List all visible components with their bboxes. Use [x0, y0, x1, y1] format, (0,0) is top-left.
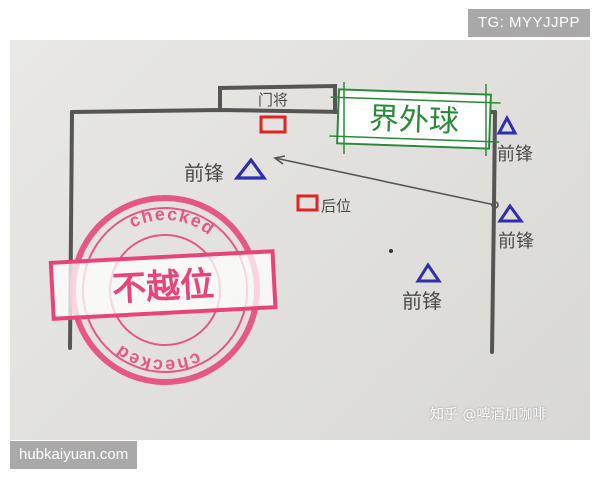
- forward-label-1: 前锋: [184, 161, 224, 185]
- zhihu-credit: 知乎 @啤酒加咖啡: [430, 407, 547, 423]
- ball-dot: [389, 249, 393, 253]
- defender-marker: [296, 194, 319, 212]
- forward-label-2: 前锋: [497, 144, 533, 165]
- out-of-bounds-label: 界外球: [368, 101, 459, 139]
- forward-marker-4: [415, 262, 442, 283]
- goalkeeper: 门将: [258, 91, 288, 134]
- forward-marker-1: [233, 157, 268, 180]
- forward-3: 前锋: [497, 203, 534, 252]
- stamp-banner: 不越位: [48, 249, 278, 321]
- forward-1: 前锋: [184, 157, 268, 185]
- defender-label: 后位: [321, 197, 351, 215]
- site-watermark: hubkaiyuan.com: [10, 441, 138, 469]
- goalkeeper-marker: [259, 115, 287, 134]
- goalkeeper-label: 门将: [258, 91, 288, 109]
- forward-4: 前锋: [402, 262, 442, 313]
- forward-marker-2: [496, 114, 518, 135]
- defender: 后位: [296, 194, 351, 215]
- forward-marker-3: [497, 203, 524, 223]
- out-of-bounds-box: 界外球: [329, 82, 501, 156]
- tg-watermark: TG: MYYJJPP: [467, 9, 590, 37]
- forward-label-3: 前锋: [498, 231, 534, 252]
- forward-2: 前锋: [496, 114, 533, 165]
- forward-label-4: 前锋: [402, 289, 442, 313]
- goal-box: [218, 83, 337, 114]
- pass-arrow: [273, 155, 499, 209]
- stamp-main-text: 不越位: [111, 264, 215, 309]
- right-touchline: [490, 110, 497, 354]
